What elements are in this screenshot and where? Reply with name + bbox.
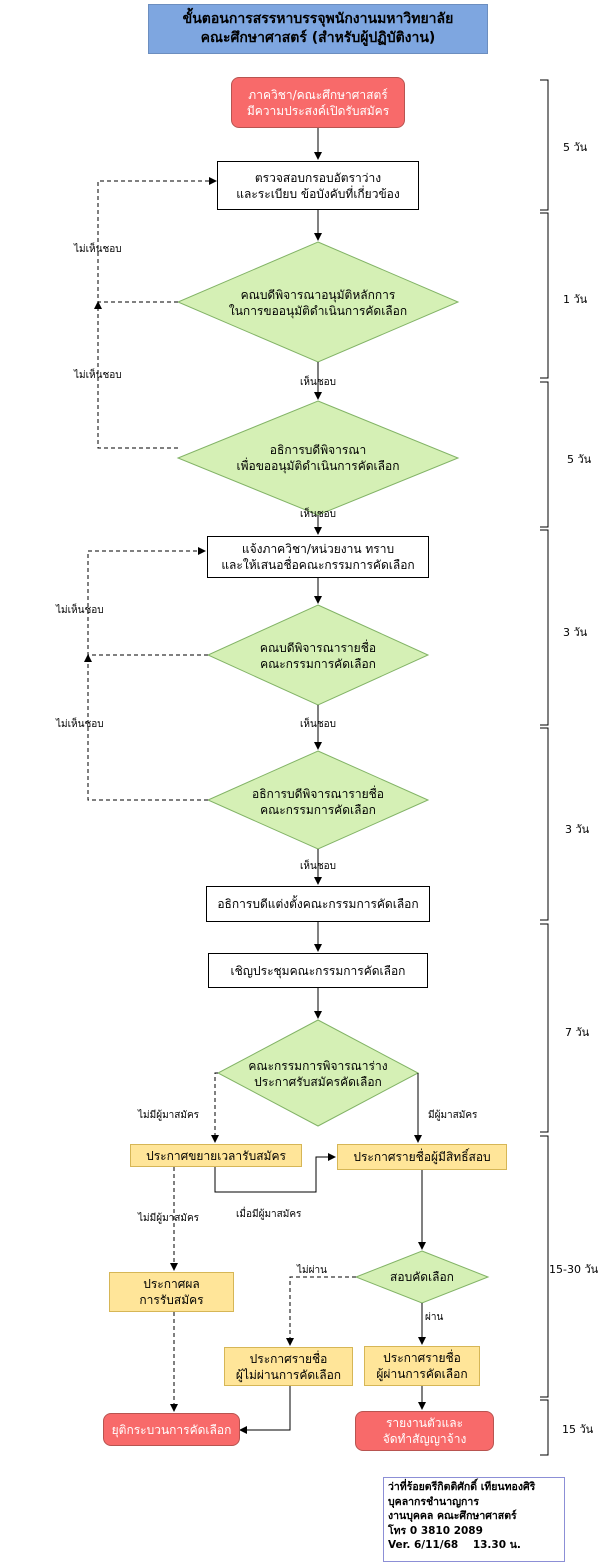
extend-period-line1: ประกาศขยายเวลารับสมัคร <box>146 1148 286 1163</box>
signature-line1: ว่าที่ร้อยตรีกิตติศักดิ์ เทียนทองศิริ <box>388 1481 536 1493</box>
president-approve-line2: เพื่อขออนุมัติดำเนินการคัดเลือก <box>236 459 400 473</box>
chart-title: ขั้นตอนการสรรหาบรรจุพนักงานมหาวิทยาลัย ค… <box>148 4 488 54</box>
check-framework-line1: ตรวจสอบกรอบอัตราว่าง <box>254 170 382 185</box>
edge-label-not-agree-3: ไม่เห็นชอบ <box>56 605 104 616</box>
president-review-committee-decision: อธิการบดีพิจารณารายชื่อ คณะกรรมการคัดเลื… <box>228 785 408 819</box>
edge-label-agree-3: เห็นชอบ <box>300 719 336 730</box>
announce-result-line1: ประกาศผล <box>143 1277 200 1291</box>
start-node: ภาควิชา/คณะศึกษาศาสตร์ มีความประสงค์เปิด… <box>231 77 405 128</box>
signature-box: ว่าที่ร้อยตรีกิตติศักดิ์ เทียนทองศิริ บุ… <box>383 1477 565 1562</box>
notify-department-line2: และให้เสนอชื่อคณะกรรมการคัดเลือก <box>221 558 415 572</box>
signature-line4: โทร 0 3810 2089 <box>388 1524 483 1537</box>
invite-meeting-line1: เชิญประชุมคณะกรรมการคัดเลือก <box>230 963 406 978</box>
selection-exam-decision: สอบคัดเลือก <box>372 1268 472 1286</box>
duration-label-3: 5 วัน <box>567 453 592 466</box>
signature-line5: Ver. 6/11/68 13.30 น. <box>388 1539 521 1551</box>
president-review-committee-line1: อธิการบดีพิจารณารายชื่อ <box>252 787 384 801</box>
signature-line2: บุคลากรชำนาญการ <box>388 1495 479 1508</box>
failed-list-announcement: ประกาศรายชื่อ ผู้ไม่ผ่านการคัดเลือก <box>224 1347 353 1386</box>
decision-shapes <box>176 241 490 1304</box>
committee-draft-line1: คณะกรรมการพิจารณาร่าง <box>248 1059 388 1073</box>
signature-line3: งานบุคคล คณะศึกษาศาสตร์ <box>388 1510 517 1522</box>
report-contract-node: รายงานตัวและ จัดทำสัญญาจ้าง <box>355 1411 494 1451</box>
edge-label-agree-4: เห็นชอบ <box>300 861 336 872</box>
edge-label-agree-1: เห็นชอบ <box>300 377 336 388</box>
dashed-connectors <box>84 177 356 1412</box>
failed-list-line2: ผู้ไม่ผ่านการคัดเลือก <box>235 1367 342 1382</box>
appoint-committee-step: อธิการบดีแต่งตั้งคณะกรรมการคัดเลือก <box>206 886 430 922</box>
duration-brackets <box>540 79 549 1456</box>
diamond-committee-draft <box>216 1019 420 1127</box>
duration-label-1: 5 วัน <box>563 141 588 154</box>
start-node-line1: ภาควิชา/คณะศึกษาศาสตร์ <box>248 87 388 102</box>
passed-list-announcement: ประกาศรายชื่อ ผู้ผ่านการคัดเลือก <box>364 1346 480 1386</box>
chart-title-line1: ขั้นตอนการสรรหาบรรจุพนักงานมหาวิทยาลัย <box>182 11 454 27</box>
edge-label-agree-2: เห็นชอบ <box>300 509 336 520</box>
edge-label-when-applicant: เมื่อมีผู้มาสมัคร <box>236 1209 302 1220</box>
check-framework-step: ตรวจสอบกรอบอัตราว่าง และระเบียบ ข้อบังคั… <box>217 161 419 210</box>
dean-approve-principle-decision: คณบดีพิจารณาอนุมัติหลักการ ในการขออนุมัต… <box>208 286 428 320</box>
eligible-list-line1: ประกาศรายชื่อผู้มีสิทธิ์สอบ <box>353 1150 491 1164</box>
edge-label-not-pass: ไม่ผ่าน <box>297 1265 327 1276</box>
president-review-committee-line2: คณะกรรมการคัดเลือก <box>260 803 376 817</box>
invite-meeting-step: เชิญประชุมคณะกรรมการคัดเลือก <box>208 953 428 988</box>
edge-label-no-applicant-1: ไม่มีผู้มาสมัคร <box>138 1110 200 1121</box>
edge-label-no-applicant-2: ไม่มีผู้มาสมัคร <box>138 1213 200 1224</box>
check-framework-line2: และระเบียบ ข้อบังคับที่เกี่ยวข้อง <box>236 186 400 201</box>
dean-approve-principle-line1: คณบดีพิจารณาอนุมัติหลักการ <box>240 288 396 302</box>
dean-approve-principle-line2: ในการขออนุมัติดำเนินการคัดเลือก <box>228 304 408 318</box>
passed-list-line1: ประกาศรายชื่อ <box>383 1351 461 1365</box>
president-approve-line1: อธิการบดีพิจารณา <box>269 443 367 457</box>
extend-period-announcement: ประกาศขยายเวลารับสมัคร <box>130 1144 302 1167</box>
report-contract-line1: รายงานตัวและ <box>385 1416 464 1430</box>
edge-label-not-agree-4: ไม่เห็นชอบ <box>56 719 104 730</box>
duration-label-5: 3 วัน <box>565 823 590 836</box>
dean-review-committee-line1: คณบดีพิจารณารายชื่อ <box>259 641 377 655</box>
eligible-list-announcement: ประกาศรายชื่อผู้มีสิทธิ์สอบ <box>337 1144 507 1170</box>
duration-label-8: 15 วัน <box>562 1423 594 1436</box>
announce-result-line2: การรับสมัคร <box>139 1293 204 1307</box>
appoint-committee-line1: อธิการบดีแต่งตั้งคณะกรรมการคัดเลือก <box>217 897 419 911</box>
passed-list-line2: ผู้ผ่านการคัดเลือก <box>376 1367 468 1381</box>
notify-department-step: แจ้งภาควิชา/หน่วยงาน ทราบ และให้เสนอชื่อ… <box>207 536 429 578</box>
duration-label-7: 15-30 วัน <box>549 1263 599 1276</box>
announce-result-announcement: ประกาศผล การรับสมัคร <box>109 1272 234 1312</box>
selection-exam-line1: สอบคัดเลือก <box>390 1270 454 1284</box>
start-node-line2: มีความประสงค์เปิดรับสมัคร <box>246 103 390 118</box>
notify-department-line1: แจ้งภาควิชา/หน่วยงาน ทราบ <box>241 542 395 556</box>
dean-review-committee-line2: คณะกรรมการคัดเลือก <box>260 657 376 671</box>
solid-connectors <box>214 128 426 1434</box>
president-approve-decision: อธิการบดีพิจารณา เพื่อขออนุมัติดำเนินการ… <box>208 441 428 475</box>
terminate-line1: ยุติกระบวนการคัดเลือก <box>111 1422 232 1437</box>
failed-list-line1: ประกาศรายชื่อ <box>249 1351 328 1366</box>
edge-label-has-applicant: มีผู้มาสมัคร <box>428 1110 478 1121</box>
terminate-node: ยุติกระบวนการคัดเลือก <box>103 1413 240 1446</box>
committee-draft-decision: คณะกรรมการพิจารณาร่าง ประกาศรับสมัครคัดเ… <box>233 1057 403 1091</box>
dean-review-committee-decision: คณบดีพิจารณารายชื่อ คณะกรรมการคัดเลือก <box>228 639 408 673</box>
report-contract-line2: จัดทำสัญญาจ้าง <box>382 1432 467 1446</box>
edge-label-not-agree-1: ไม่เห็นชอบ <box>74 244 122 255</box>
edge-label-pass: ผ่าน <box>425 1312 444 1323</box>
duration-label-4: 3 วัน <box>563 626 588 639</box>
committee-draft-line2: ประกาศรับสมัครคัดเลือก <box>254 1075 382 1089</box>
edge-label-not-agree-2: ไม่เห็นชอบ <box>74 370 122 381</box>
chart-title-line2: คณะศึกษาศาสตร์ (สำหรับผู้ปฏิบัติงาน) <box>200 30 436 46</box>
duration-label-6: 7 วัน <box>565 1026 590 1039</box>
duration-label-2: 1 วัน <box>563 293 588 306</box>
